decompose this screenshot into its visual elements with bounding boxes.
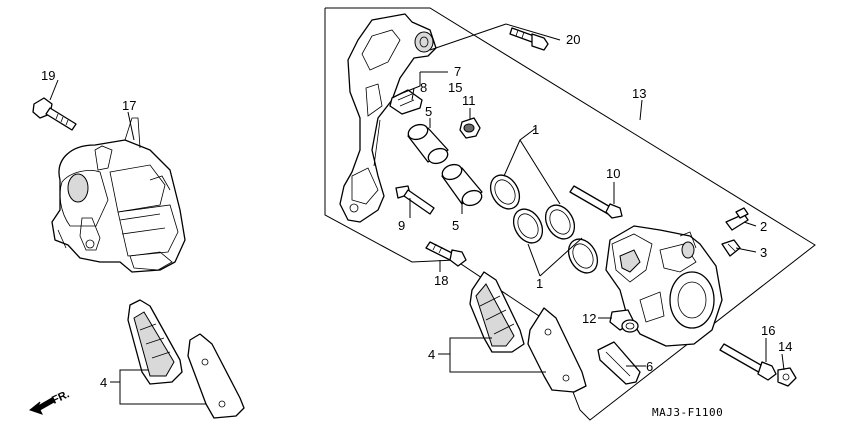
part-number-3: 3	[760, 245, 767, 260]
bolt-12-shape	[609, 309, 639, 333]
pin-16-shape	[719, 343, 777, 381]
bolt-19-shape	[32, 97, 77, 131]
part-number-6: 6	[646, 359, 653, 374]
part-number-12: 12	[582, 311, 596, 326]
part-number-20: 20	[566, 32, 580, 47]
bolt-18-shape	[425, 241, 467, 267]
part-number-15: 15	[448, 80, 462, 95]
retainer-6-shape	[597, 341, 641, 385]
part-number-4-right: 4	[428, 347, 435, 362]
part-number-7: 7	[454, 64, 461, 79]
pistons-5-shape	[407, 123, 483, 207]
pin-10-shape	[569, 185, 623, 219]
front-direction-arrow-icon	[28, 397, 55, 415]
part-number-10: 10	[606, 166, 620, 181]
assembled-caliper	[51, 117, 186, 273]
part-number-8: 8	[420, 80, 427, 95]
caliper-bracket	[339, 13, 437, 223]
bleeder-2-shape	[725, 207, 749, 231]
diagram-code: MAJ3-F1100	[652, 406, 723, 419]
boot-11-shape	[459, 117, 481, 139]
part-number-16: 16	[761, 323, 775, 338]
pin-9-shape	[395, 185, 435, 215]
caliper-body	[605, 225, 723, 347]
front-direction-label: FR.	[50, 388, 71, 406]
part-number-1-top: 1	[532, 122, 539, 137]
right-brake-pads	[469, 271, 587, 393]
part-number-17: 17	[122, 98, 136, 113]
part-number-4-left: 4	[100, 375, 107, 390]
part-number-2: 2	[760, 219, 767, 234]
part-number-9: 9	[398, 218, 405, 233]
nut-14-shape	[777, 367, 797, 387]
pin-bolt-20-shape	[509, 27, 549, 51]
part-number-11: 11	[462, 93, 476, 108]
part-number-5-bottom: 5	[452, 218, 459, 233]
bleeder-cap-3-shape	[721, 239, 741, 257]
part-number-13: 13	[632, 86, 646, 101]
leader-lines	[49, 23, 785, 405]
left-brake-pads	[127, 299, 245, 419]
part-number-18: 18	[434, 273, 448, 288]
part-number-1-bottom: 1	[536, 276, 543, 291]
piston-seals-1-shape	[489, 174, 599, 274]
pad-spring-8-shape	[389, 89, 423, 115]
part-number-14: 14	[778, 339, 792, 354]
part-number-19: 19	[41, 68, 55, 83]
part-number-5-top: 5	[425, 104, 432, 119]
